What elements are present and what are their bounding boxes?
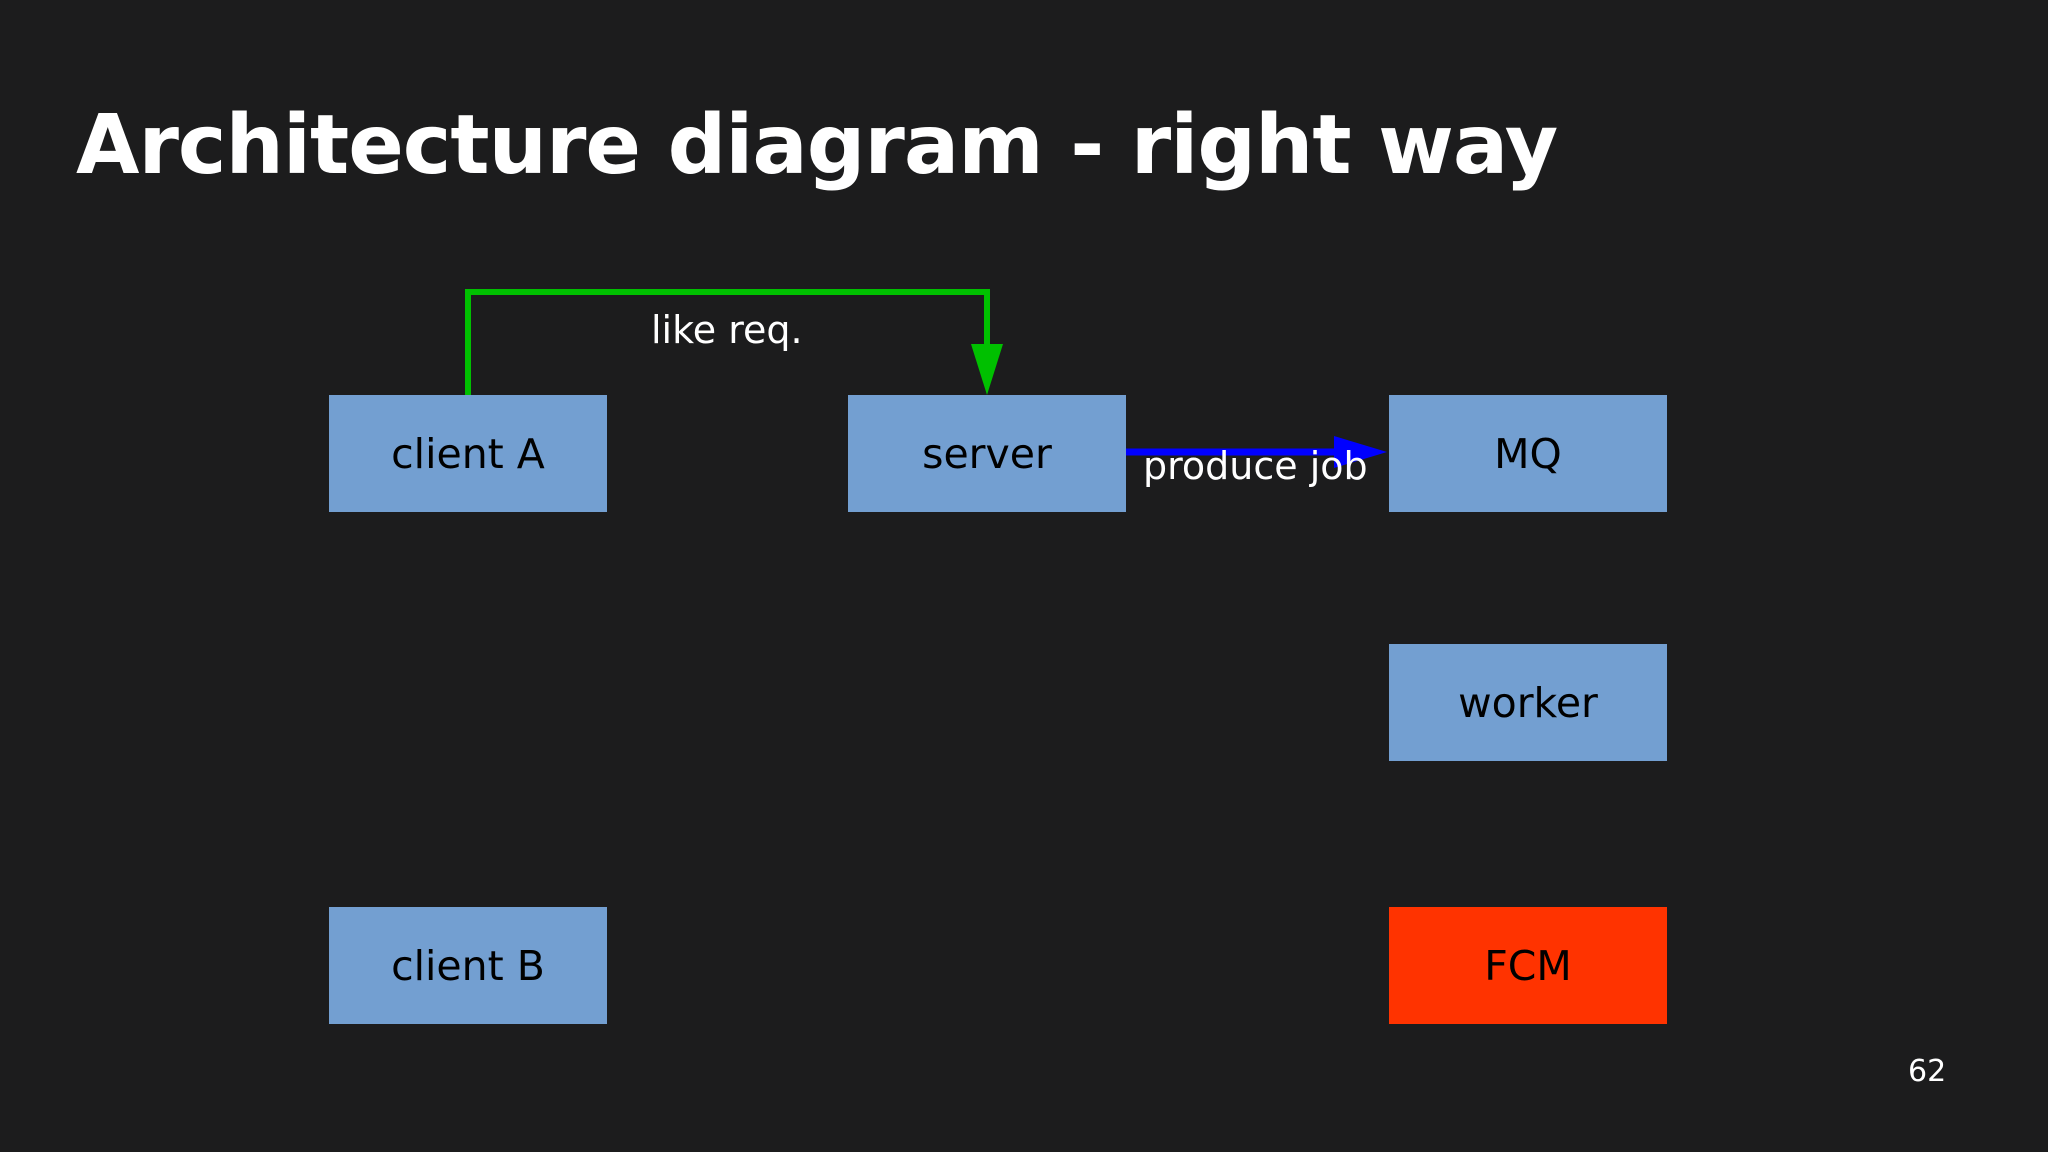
client-b-label: client B bbox=[391, 941, 545, 990]
produce-job-label: produce job bbox=[1143, 444, 1368, 488]
mq-node: MQ bbox=[1389, 395, 1667, 512]
like-req-arrow-head bbox=[971, 344, 1003, 395]
server-node: server bbox=[848, 395, 1126, 512]
mq-label: MQ bbox=[1494, 429, 1562, 478]
page-number: 62 bbox=[1908, 1054, 1947, 1089]
worker-label: worker bbox=[1458, 678, 1598, 727]
like-req-label: like req. bbox=[651, 308, 803, 352]
worker-node: worker bbox=[1389, 644, 1667, 761]
client-a-node: client A bbox=[329, 395, 607, 512]
fcm-label: FCM bbox=[1484, 941, 1572, 990]
server-label: server bbox=[922, 429, 1052, 478]
slide-title: Architecture diagram - right way bbox=[76, 98, 1558, 193]
fcm-node: FCM bbox=[1389, 907, 1667, 1024]
client-a-label: client A bbox=[391, 429, 545, 478]
client-b-node: client B bbox=[329, 907, 607, 1024]
